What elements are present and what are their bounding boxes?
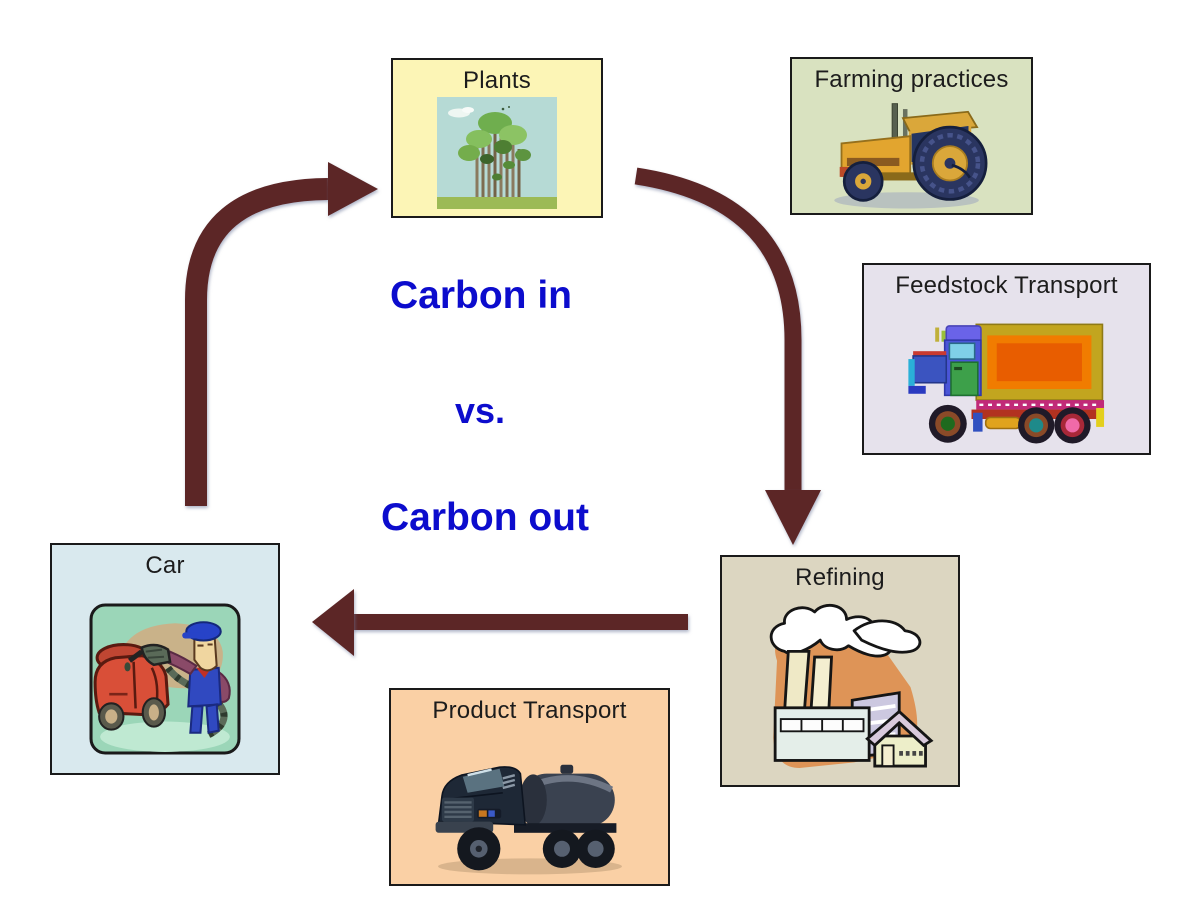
node-refining-label: Refining [795,564,885,591]
car-refueling-illustration [89,603,241,755]
carbon-in-text: Carbon in [390,274,572,317]
forest-trees-illustration [437,97,557,209]
factory-illustration [769,603,934,768]
node-farming-practices: Farming practices [790,57,1033,215]
node-product-transport-label: Product Transport [432,697,627,724]
cargo-truck-illustration [907,323,1104,444]
arrow-plants-to-refining [634,167,821,545]
node-feedstock-transport-label: Feedstock Transport [895,272,1118,299]
node-refining: Refining [720,555,960,787]
node-car: Car [50,543,280,775]
tanker-truck-illustration [435,764,622,875]
tractor-illustration [833,103,987,209]
node-plants-label: Plants [463,67,531,94]
node-car-label: Car [145,552,185,579]
arrow-car-to-plants [185,162,378,506]
node-farming-practices-label: Farming practices [814,66,1009,93]
node-feedstock-transport: Feedstock Transport [862,263,1151,455]
node-product-transport: Product Transport [389,688,670,886]
vs-text: vs. [454,390,506,431]
node-plants: Plants [391,58,603,218]
arrow-refining-to-car [312,589,688,656]
carbon-out-text: Carbon out [381,496,589,539]
